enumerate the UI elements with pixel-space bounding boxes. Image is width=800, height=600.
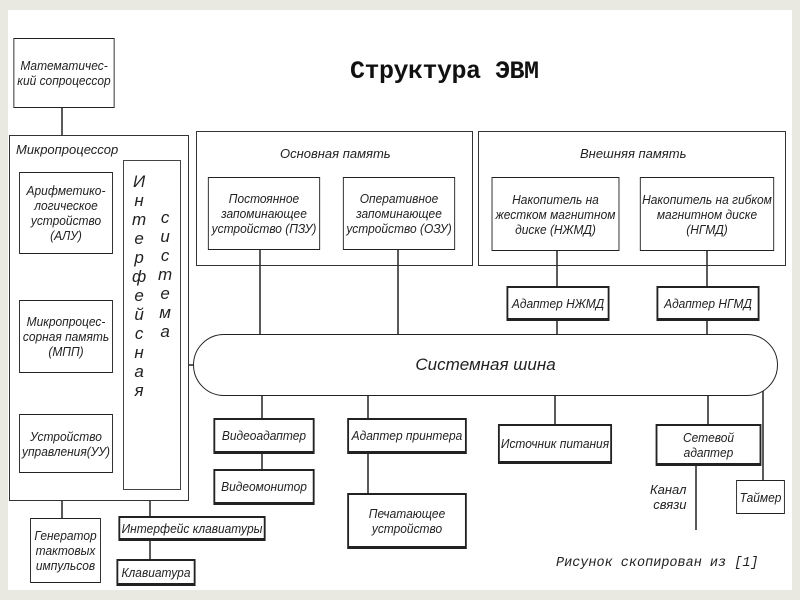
vertical-letter: а bbox=[134, 362, 144, 381]
rom-box: Постоянное запоминающее устройство (ПЗУ) bbox=[207, 177, 321, 250]
math-coprocessor-box: Математичес- кий сопроцессор bbox=[13, 38, 115, 108]
main-memory-group bbox=[196, 131, 473, 266]
fdd-box: Накопитель на гибком магнитном диске (НГ… bbox=[639, 177, 775, 251]
diagram-title: Структура ЭВМ bbox=[350, 57, 539, 86]
microprocessor-group bbox=[9, 135, 189, 501]
vertical-letter: а bbox=[160, 322, 170, 341]
main-memory-label: Основная память bbox=[280, 146, 391, 161]
system-bus: Системная шина bbox=[193, 334, 778, 396]
external-memory-label: Внешняя память bbox=[580, 146, 687, 161]
printer-box: Печатающее устройство bbox=[347, 493, 467, 549]
vertical-letter: й bbox=[134, 305, 144, 324]
vertical-letter: н bbox=[134, 191, 144, 210]
network-adapter-box: Сетевой адаптер bbox=[655, 424, 762, 466]
clock-generator-box: Генератор тактовых импульсов bbox=[30, 518, 101, 583]
keyboard-interface-box: Интерфейс клавиатуры bbox=[118, 516, 266, 541]
timer-box: Таймер bbox=[736, 480, 785, 514]
interface-system-box bbox=[123, 160, 181, 490]
hdd-box: Накопитель на жестком магнитном диске (Н… bbox=[491, 177, 620, 251]
vertical-letter: т bbox=[158, 265, 173, 284]
vertical-letter: м bbox=[159, 303, 171, 322]
video-monitor-box: Видеомонитор bbox=[213, 469, 315, 505]
uu-box: Устройство управления(УУ) bbox=[19, 414, 113, 473]
vertical-letter: с bbox=[160, 208, 170, 227]
figure-caption: Рисунок скопирован из [1] bbox=[556, 556, 759, 571]
power-supply-box: Источник питания bbox=[497, 424, 613, 464]
keyboard-box: Клавиатура bbox=[116, 559, 196, 586]
vertical-letter: и bbox=[160, 227, 170, 246]
vertical-letter: ф bbox=[132, 267, 147, 286]
hdd-adapter-box: Адаптер НЖМД bbox=[506, 286, 610, 321]
vertical-letter: е bbox=[134, 229, 144, 248]
vertical-letter: с bbox=[134, 324, 144, 343]
vertical-letter: с bbox=[160, 246, 170, 265]
microprocessor-label: Микропроцессор bbox=[16, 142, 119, 157]
mpp-box: Микропроцес- сорная память (МПП) bbox=[19, 300, 113, 373]
vertical-letter: я bbox=[134, 381, 144, 400]
alu-box: Арифметико- логическое устройство (АЛУ) bbox=[19, 172, 113, 254]
fdd-adapter-box: Адаптер НГМД bbox=[656, 286, 760, 321]
vertical-letter: е bbox=[160, 284, 170, 303]
printer-adapter-box: Адаптер принтера bbox=[347, 418, 467, 454]
external-memory-group bbox=[478, 131, 786, 266]
vertical-letter: е bbox=[134, 286, 144, 305]
vertical-letter: р bbox=[134, 248, 144, 267]
video-adapter-box: Видеоадаптер bbox=[213, 418, 315, 454]
channel-label: Канал связи bbox=[650, 482, 687, 512]
ram-box: Оперативное запоминающее устройство (ОЗУ… bbox=[342, 177, 456, 250]
vertical-letter: т bbox=[132, 210, 147, 229]
vertical-letter: н bbox=[134, 343, 144, 362]
vertical-letter: И bbox=[133, 172, 146, 191]
